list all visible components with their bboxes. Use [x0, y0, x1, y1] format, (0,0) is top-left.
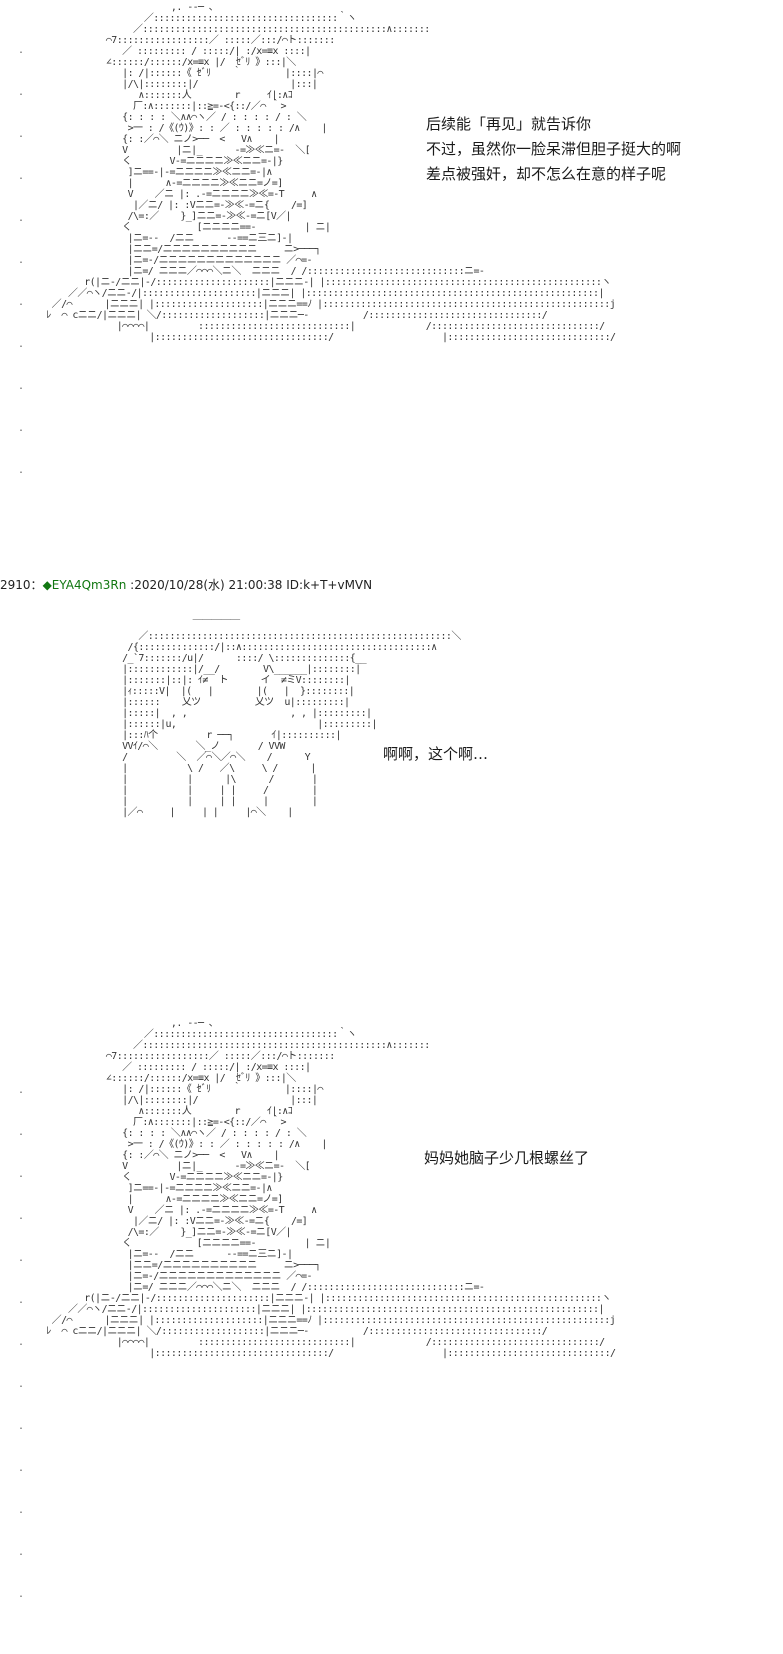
dialog-line: 后续能「再见」就告诉你 — [426, 115, 592, 133]
poster-id[interactable]: ID:k+T+vMVN — [286, 578, 373, 592]
dialog-line: 不过，虽然你一脸呆滞但胆子挺大的啊 — [426, 140, 682, 158]
panel-1: ........... ,. ‐-─ ､ ／::::::::::::::::::… — [0, 0, 783, 540]
panel-2: ￣￣￣￣￣ ／:::::::::::::::::::::::::::::::::… — [0, 610, 783, 950]
margin-dots: ........... — [18, 45, 25, 476]
post-number[interactable]: 2910 — [0, 578, 31, 592]
post-datetime: :2020/10/28(水) 21:00:38 — [130, 578, 283, 592]
ascii-art-figure-standing: ￣￣￣￣￣ ／:::::::::::::::::::::::::::::::::… — [122, 620, 461, 818]
margin-dots: ............. — [18, 1085, 25, 1600]
dialog-block: 妈妈她脑子少几根螺丝了 — [424, 1146, 589, 1171]
dialog-line: 差点被强奸，却不怎么在意的样子呢 — [426, 165, 667, 183]
trip-code: ◆EYA4Qm3Rn — [42, 578, 127, 592]
panel-3: ............. ,. ‐-─ ､ ／::::::::::::::::… — [0, 1010, 783, 1654]
post-number-separator: ： — [30, 578, 43, 592]
ascii-art-figure-sitting: ,. ‐-─ ､ ／::::::::::::::::::::::::::::::… — [46, 1018, 616, 1359]
ascii-art-figure-sitting: ,. ‐-─ ､ ／::::::::::::::::::::::::::::::… — [46, 2, 616, 343]
dialog-block: 啊啊，这个啊… — [383, 742, 488, 767]
post-header: 2910：◆EYA4Qm3Rn :2020/10/28(水) 21:00:38 … — [0, 578, 372, 592]
dialog-line: 啊啊，这个啊… — [383, 745, 489, 763]
dialog-line: 妈妈她脑子少几根螺丝了 — [424, 1149, 590, 1167]
dialog-block: 后续能「再见」就告诉你 不过，虽然你一脸呆滞但胆子挺大的啊 差点被强奸，却不怎么… — [426, 112, 681, 187]
